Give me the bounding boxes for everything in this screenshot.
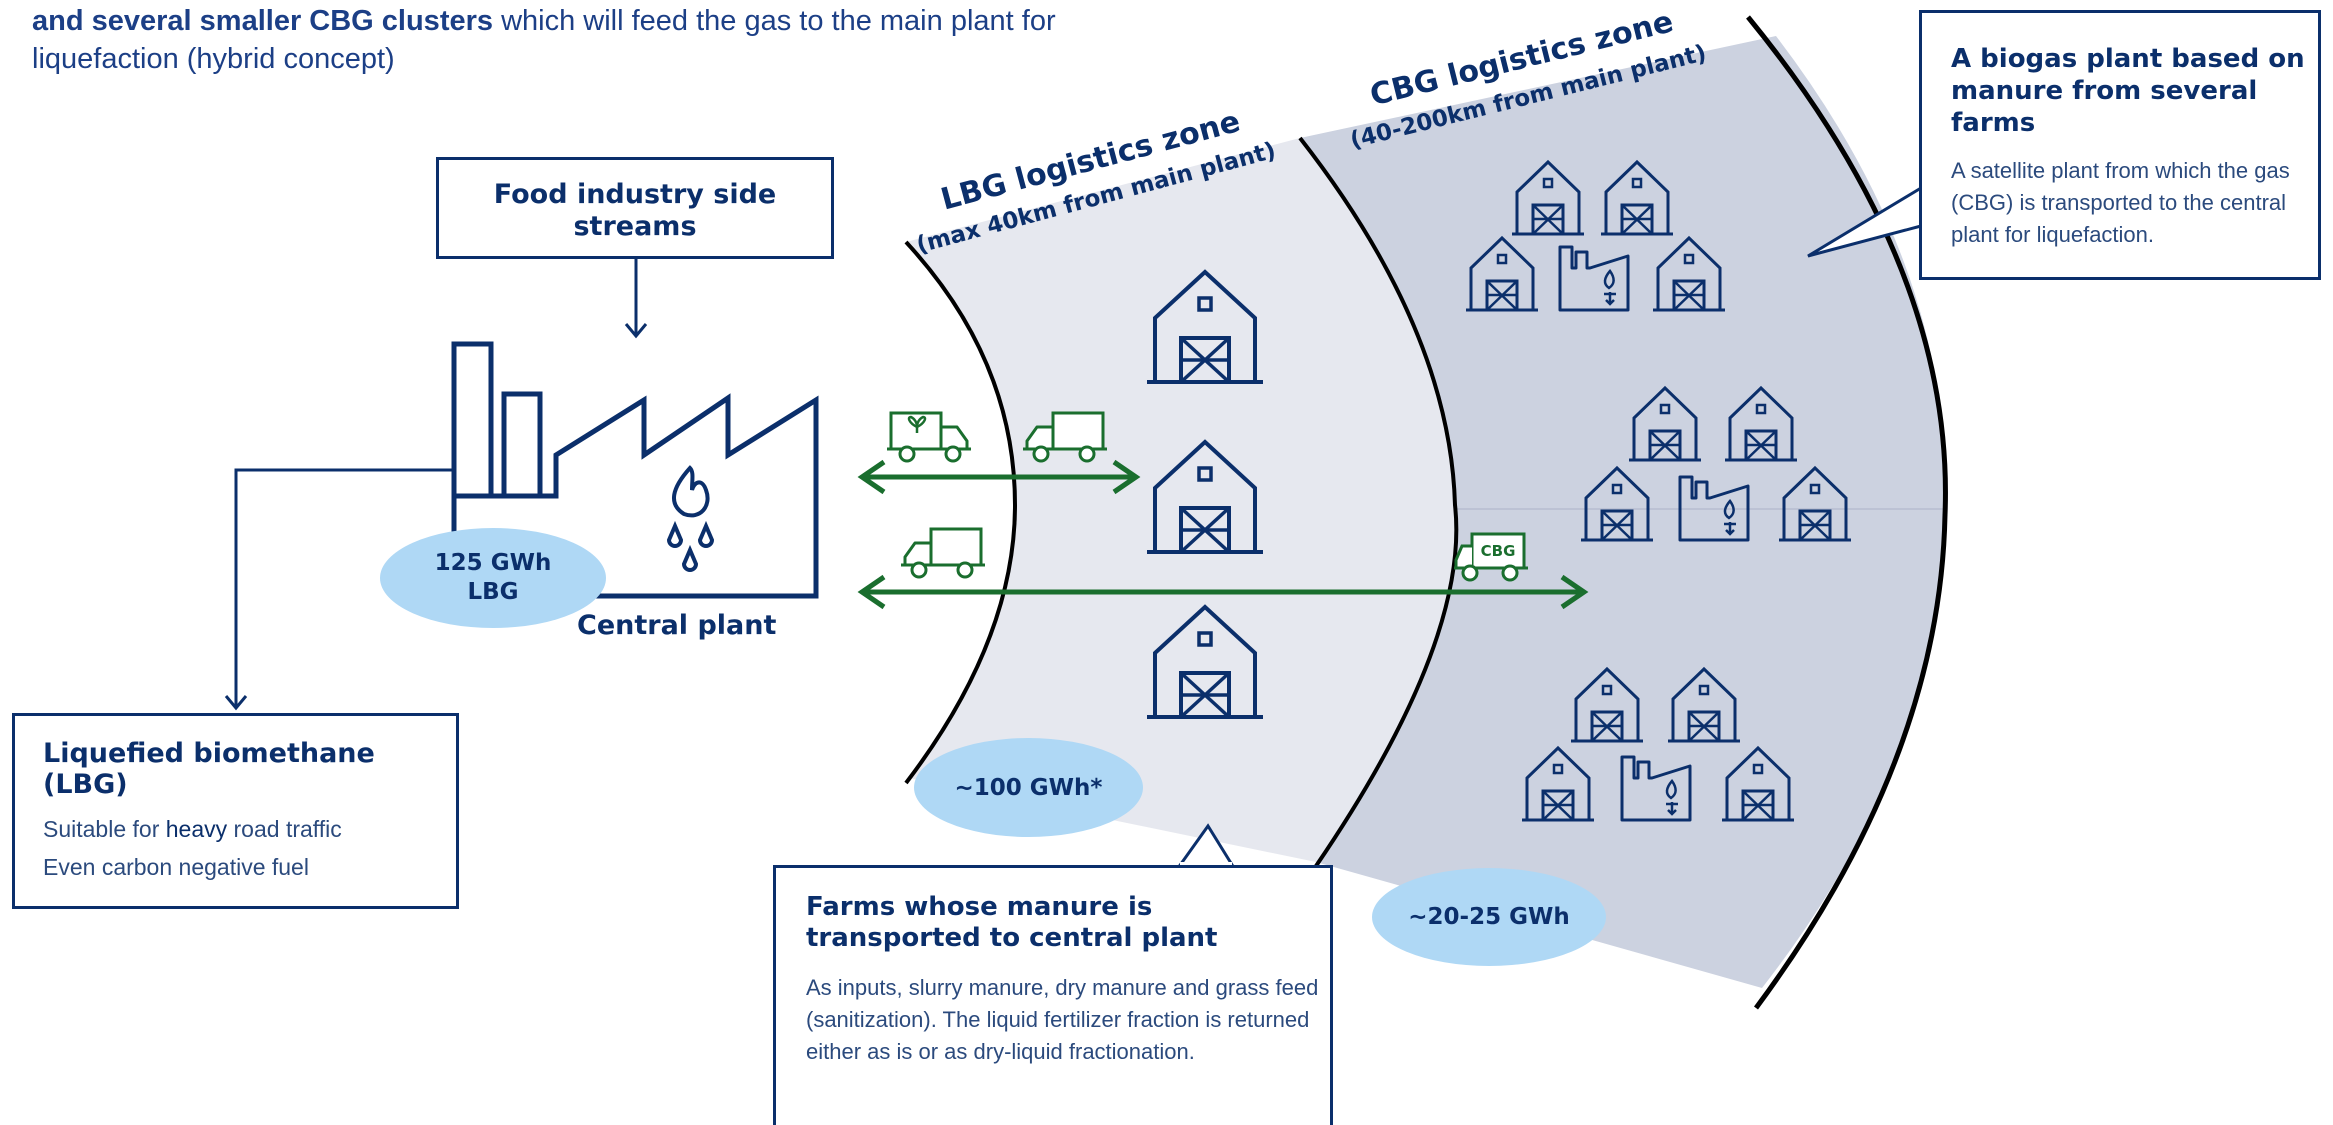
farms-callout-pointer <box>1176 823 1236 869</box>
lbg-zone-energy-badge: ~100 GWh* <box>914 738 1143 837</box>
factory-icon <box>451 341 819 599</box>
lbg-box-title: Liquefied biomethane (LBG) <box>43 738 375 800</box>
long-arrow <box>857 574 1589 610</box>
lbg-connector-line <box>234 468 454 706</box>
cbg-truck-icon: CBG <box>1454 532 1528 582</box>
lbg-line1-post: road traffic <box>227 816 342 842</box>
lbg-outer-arc <box>1298 136 1459 868</box>
biogas-callout-pointer <box>1807 186 1922 258</box>
lbg-line1-pre: Suitable for <box>43 816 166 842</box>
farms-box-title: Farms whose manure is transported to cen… <box>806 892 1218 953</box>
food-industry-box: Food industry side streams <box>436 157 834 259</box>
central-energy-line1: 125 GWh <box>434 550 552 576</box>
lbg-inner-arc <box>904 240 1018 785</box>
food-arrow-head <box>624 323 648 339</box>
farms-callout-box: Farms whose manure is transported to cen… <box>773 865 1333 1125</box>
truck-icon <box>885 411 973 463</box>
lbg-line1-emph: heavy <box>165 816 228 842</box>
central-plant-label: Central plant <box>577 610 777 641</box>
food-box-title: Food industry side streams <box>493 179 777 242</box>
farms-box-description: As inputs, slurry manure, dry manure and… <box>806 975 1319 1064</box>
biogas-box-title: A biogas plant based on manure from seve… <box>1951 44 2305 138</box>
intro-text: and several smaller CBG clusters which w… <box>32 2 1132 78</box>
biogas-callout-box: A biogas plant based on manure from seve… <box>1919 10 2321 280</box>
truck-icon-3 <box>899 527 987 579</box>
lbg-arrow-head <box>224 695 248 711</box>
lbg-box-line2: Even carbon negative fuel <box>43 854 309 880</box>
cbg-outer-arc <box>1746 15 1948 1010</box>
flame-icon <box>666 465 715 572</box>
intro-bold: and several smaller CBG clusters <box>32 5 494 37</box>
lbg-box: Liquefied biomethane (LBG) Suitable for … <box>12 713 459 909</box>
lbg-zone-band <box>906 138 1457 862</box>
intro-rest: which will feed the gas to the main plan… <box>32 5 1056 75</box>
biogas-box-description: A satellite plant from which the gas (CB… <box>1951 158 2290 247</box>
truck-label: CBG <box>1481 542 1516 560</box>
cbg-zone-energy-badge: ~20-25 GWh <box>1372 868 1606 966</box>
central-energy-line2: LBG <box>467 579 519 605</box>
arrow-icon <box>857 459 1141 495</box>
lbg-box-line1: Suitable for heavy road traffic <box>43 816 456 843</box>
